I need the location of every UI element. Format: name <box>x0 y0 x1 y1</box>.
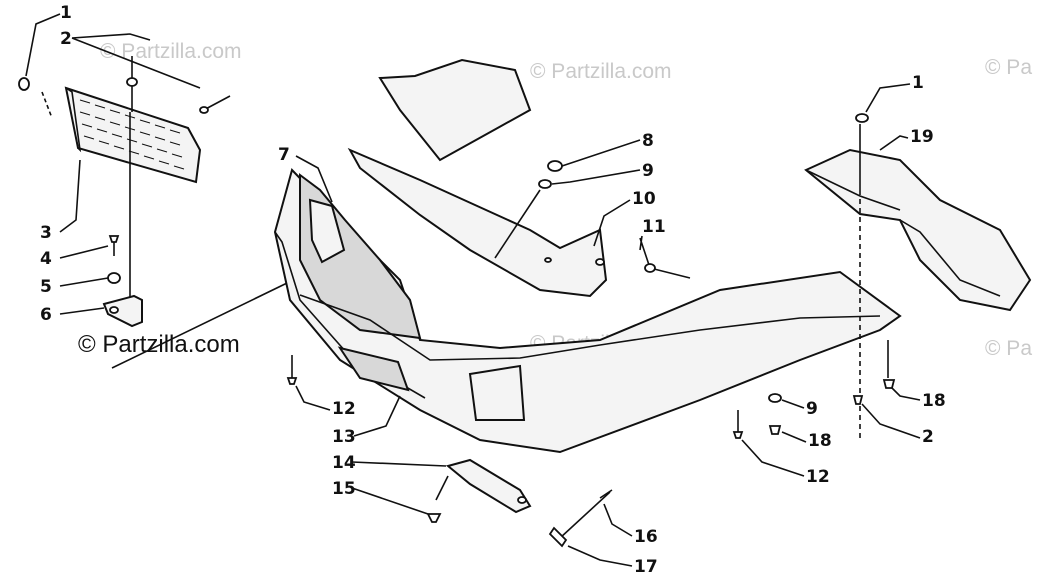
callout-2: 2 <box>60 29 72 49</box>
callout-9-lower: 9 <box>806 399 818 419</box>
callout-16: 16 <box>634 527 658 547</box>
callout-5: 5 <box>40 277 52 297</box>
callout-12-right: 12 <box>806 467 830 487</box>
callout-14: 14 <box>332 453 356 473</box>
callout-15: 15 <box>332 479 356 499</box>
callout-18-right: 18 <box>922 391 946 411</box>
callout-8: 8 <box>642 131 654 151</box>
callouts: 1 2 3 4 5 6 7 8 9 10 11 1 19 12 13 9 18 … <box>25 3 946 577</box>
callout-1: 1 <box>60 3 72 23</box>
hardware <box>286 113 896 548</box>
nose-cone-belly-pan <box>273 58 902 454</box>
callout-7: 7 <box>278 145 290 165</box>
callout-9: 9 <box>642 161 654 181</box>
callout-18-left: 18 <box>808 431 832 451</box>
callout-17: 17 <box>634 557 658 577</box>
watermark: © Pa <box>985 56 1032 79</box>
callout-4: 4 <box>40 249 52 269</box>
callout-12-left: 12 <box>332 399 356 419</box>
callout-11: 11 <box>642 217 666 237</box>
callout-3: 3 <box>40 223 52 243</box>
callout-2-lower: 2 <box>922 427 934 447</box>
watermark: © Partzilla.com <box>100 40 242 63</box>
callout-1-right: 1 <box>912 73 924 93</box>
watermark: © Pa <box>985 337 1032 360</box>
watermark: © Partzilla.com <box>530 60 672 83</box>
air-duct <box>804 148 1032 312</box>
leader-line <box>111 267 319 369</box>
reflector-assembly <box>18 56 231 328</box>
callout-13: 13 <box>332 427 356 447</box>
callout-19: 19 <box>910 127 934 147</box>
callout-10: 10 <box>632 189 656 209</box>
callout-6: 6 <box>40 305 52 325</box>
